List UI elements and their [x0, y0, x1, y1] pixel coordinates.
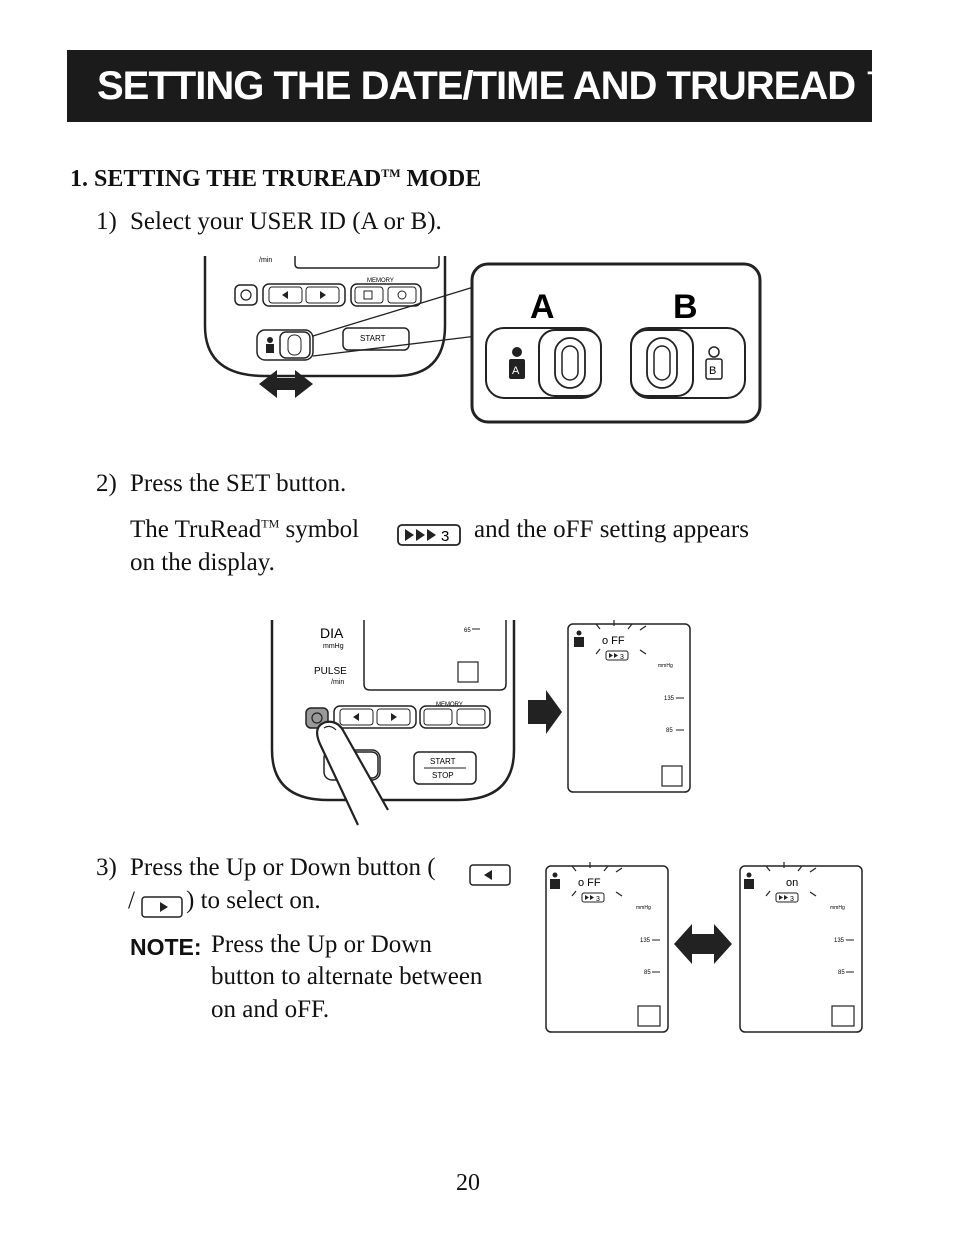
display-off-large: o FF 3 mmHg 135 85: [567, 620, 691, 793]
blink-marks: [571, 862, 623, 897]
svg-text:A: A: [512, 365, 520, 377]
display-window-edge: [294, 256, 440, 269]
svg-text:135: 135: [640, 938, 651, 944]
slide-double-arrow-icon: [259, 370, 313, 398]
up-button-icon: [469, 864, 511, 886]
mmhg-label: mmHg: [323, 643, 344, 650]
step-number: 3): [96, 854, 117, 881]
alternate-double-arrow-icon: [674, 924, 732, 964]
min-label: /min: [331, 679, 344, 686]
section-heading: 1. SETTING THE TRUREADTM MODE: [70, 166, 481, 193]
svg-text:65: 65: [464, 628, 471, 634]
section-heading-text: 1. SETTING THE TRUREAD: [70, 166, 382, 192]
step-number: 1): [96, 208, 117, 235]
user-b-letter: B: [673, 288, 698, 326]
blink-marks: [595, 620, 647, 655]
clock-button: [234, 284, 258, 306]
set-button-figure: DIA mmHg PULSE /min 65 MEMORY START STOP: [270, 620, 562, 826]
user-a-person-icon: [512, 347, 522, 357]
memory-label: MEMORY: [436, 702, 463, 708]
user-b-person-icon: [708, 346, 720, 358]
user-a-letter: A: [530, 288, 555, 326]
off-text: o FF: [578, 877, 601, 889]
zoom-connector-top: [312, 285, 478, 337]
step-2-detail-cont: and the oFF setting appears: [474, 516, 749, 543]
svg-text:3: 3: [790, 896, 794, 903]
device-body-outline: [270, 620, 516, 802]
step-text: Press the SET button.: [130, 470, 347, 497]
display-window: [363, 620, 507, 691]
up-down-buttons: [333, 705, 417, 729]
note-line-3: on and oFF.: [211, 996, 330, 1023]
step-number: 2): [96, 470, 117, 497]
title-banner: SETTING THE DATE/TIME AND TRUREAD ™: [67, 50, 905, 122]
down-button-icon: [141, 896, 183, 918]
memory-label: MEMORY: [367, 278, 394, 284]
truread-mini-icon: 3: [605, 650, 629, 661]
user-switch-a: A: [485, 327, 602, 399]
svg-text:mmHg: mmHg: [830, 905, 845, 911]
slash-text: /: [128, 887, 135, 914]
step-text: Select your USER ID (A or B).: [130, 208, 442, 235]
arrow-right-icon: [528, 690, 562, 734]
step-3-text-cont: ) to select on.: [186, 887, 321, 914]
start-stop-button: START STOP: [413, 751, 477, 785]
memory-buttons: [350, 283, 422, 307]
svg-text:85: 85: [644, 970, 651, 976]
truread-mini-icon: 3: [775, 892, 799, 903]
up-down-buttons: [262, 283, 346, 307]
finger-pressing-icon: [315, 720, 389, 826]
tm-mark: TM: [381, 166, 401, 180]
start-button: START: [342, 327, 410, 351]
on-text: on: [786, 877, 798, 889]
svg-text:mmHg: mmHg: [636, 905, 651, 911]
truread-text: The TruRead: [130, 516, 262, 543]
device-body-outline: [203, 256, 447, 378]
min-label: /min: [259, 257, 272, 264]
svg-text:3: 3: [620, 654, 624, 661]
truread-symbol-icon: 3: [397, 524, 461, 546]
note-line-1: Press the Up or Down: [211, 931, 432, 958]
blink-marks: [765, 862, 817, 897]
dia-label: DIA: [320, 625, 344, 641]
svg-text:START: START: [430, 757, 456, 766]
svg-text:85: 85: [666, 728, 673, 734]
section-heading-suffix: MODE: [400, 166, 482, 192]
memory-buttons: [419, 705, 491, 729]
off-text: o FF: [602, 635, 625, 647]
user-id-figure: /min MEMORY START A B A B: [203, 256, 762, 424]
display-on-small: on 3 mmHg 135 85: [739, 862, 863, 1033]
user-switch-small: [256, 329, 314, 361]
step-2-detail: The TruReadTM symbol: [130, 516, 359, 544]
display-off-small: o FF 3 mmHg 135 85: [545, 862, 669, 1033]
svg-text:85: 85: [838, 970, 845, 976]
svg-text:mmHg: mmHg: [658, 663, 673, 669]
svg-text:B: B: [709, 365, 716, 377]
page-number: 20: [456, 1170, 480, 1196]
svg-text:135: 135: [664, 696, 675, 702]
user-switch-b: B: [630, 327, 746, 399]
step-2-detail-line3: on the display.: [130, 549, 275, 576]
svg-text:3: 3: [441, 528, 449, 545]
svg-text:135: 135: [834, 938, 845, 944]
tm-mark: TM: [261, 516, 280, 531]
svg-text:START: START: [360, 334, 386, 343]
step-text: Press the Up or Down button (: [130, 854, 436, 881]
truread-mini-icon: 3: [581, 892, 605, 903]
note-label: NOTE:: [130, 934, 202, 960]
symbol-text: symbol: [279, 516, 360, 543]
svg-text:STOP: STOP: [432, 771, 454, 780]
page-title: SETTING THE DATE/TIME AND TRUREAD ™: [97, 64, 905, 108]
note-line-2: button to alternate between: [211, 963, 483, 990]
zoom-connector-bottom: [312, 335, 478, 357]
svg-text:3: 3: [596, 896, 600, 903]
pulse-label: PULSE: [314, 666, 347, 677]
